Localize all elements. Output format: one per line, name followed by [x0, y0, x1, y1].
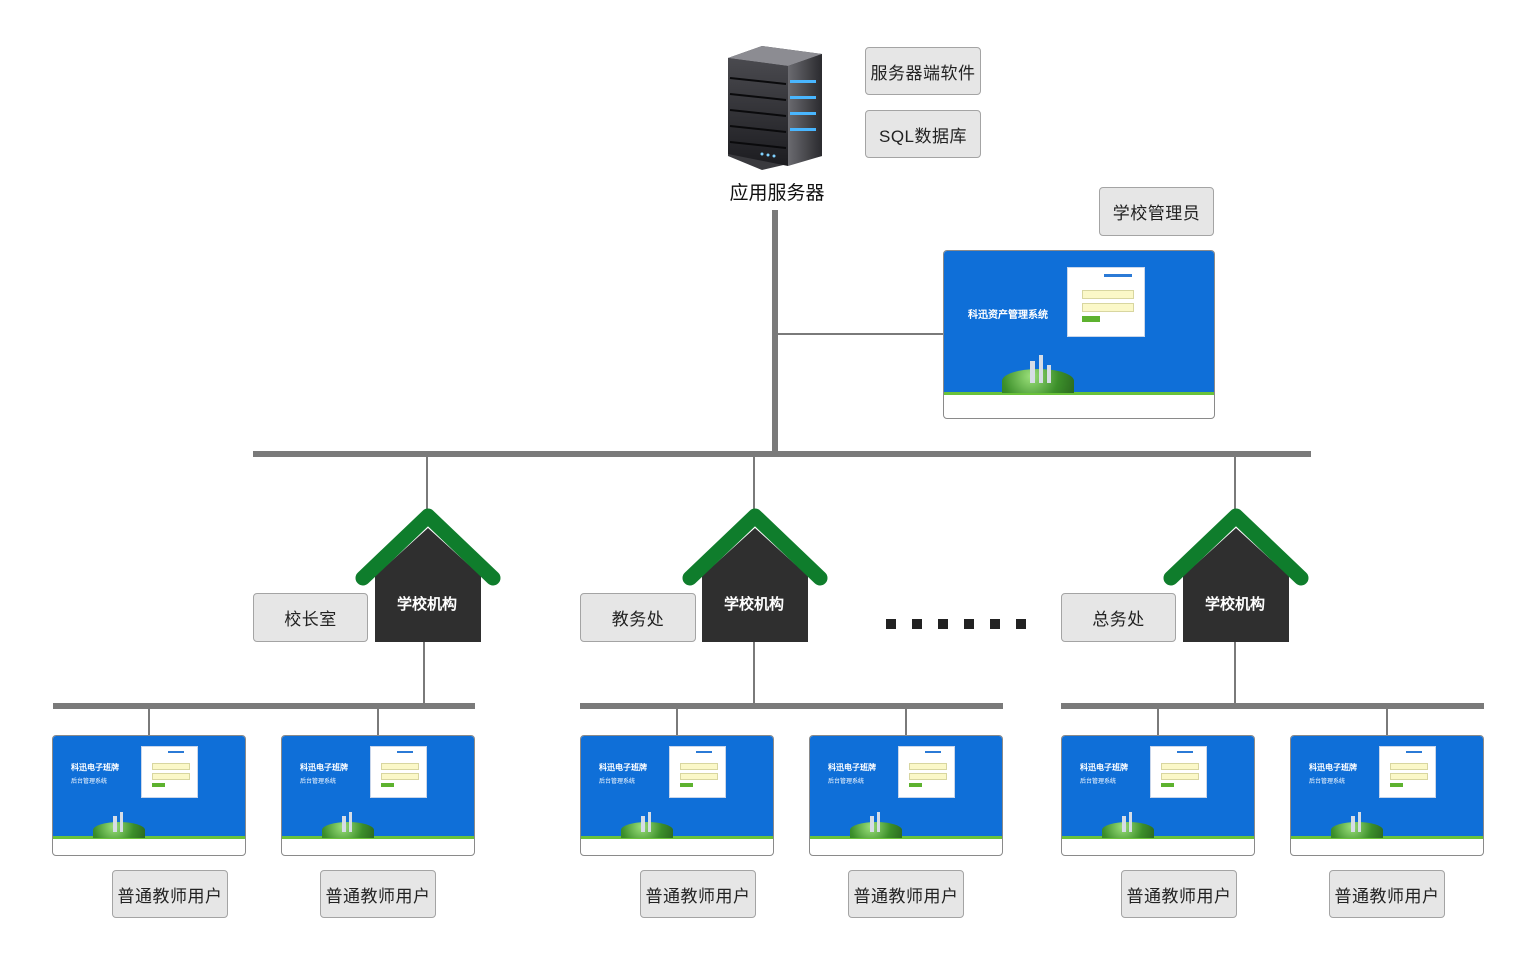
- house-down-line-1: [423, 642, 425, 704]
- drop-line-2: [753, 457, 755, 512]
- school-org-house-icon-3: [1163, 508, 1309, 642]
- department-tag-2: 教务处: [580, 593, 696, 642]
- screen-drop-line: [377, 709, 379, 736]
- teacher-client-screen: 科迅电子班牌 后台管理系统: [1290, 735, 1484, 856]
- house-label-1: 学校机构: [396, 596, 457, 613]
- globe-icon: [1331, 822, 1383, 838]
- teacher-client-screen: 科迅电子班牌 后台管理系统: [809, 735, 1003, 856]
- client-screen-subtitle: 后台管理系统: [1080, 779, 1117, 785]
- group-bus-line-2: [580, 703, 1003, 709]
- server-icon: [728, 46, 822, 170]
- teacher-user-tag: 普通教师用户: [1121, 870, 1237, 918]
- group-bus-line-3: [1061, 703, 1484, 709]
- school-org-house-icon-2: [682, 508, 828, 642]
- globe-icon: [850, 822, 902, 838]
- school-admin-tag: 学校管理员: [1099, 187, 1214, 236]
- globe-icon: [1102, 822, 1154, 838]
- client-screen-title: 科迅电子班牌: [300, 763, 348, 772]
- school-org-house-icon-1: [355, 508, 501, 642]
- client-screen-title: 科迅电子班牌: [1309, 763, 1357, 772]
- server-label: 应用服务器: [729, 183, 825, 204]
- client-screen-subtitle: 后台管理系统: [71, 779, 108, 785]
- client-screen-subtitle: 后台管理系统: [828, 779, 865, 785]
- client-screen-subtitle: 后台管理系统: [599, 779, 636, 785]
- admin-screen: 科迅资产管理系统: [943, 250, 1215, 419]
- server-trunk-line: [772, 210, 778, 456]
- screen-drop-line: [676, 709, 678, 736]
- screen-drop-line: [1386, 709, 1388, 736]
- teacher-user-tag: 普通教师用户: [112, 870, 228, 918]
- teacher-client-screen: 科迅电子班牌 后台管理系统: [1061, 735, 1255, 856]
- login-panel: [1067, 267, 1145, 337]
- teacher-client-screen: 科迅电子班牌 后台管理系统: [580, 735, 774, 856]
- screen-drop-line: [905, 709, 907, 736]
- server-software-tag: 服务器端软件: [865, 47, 981, 95]
- department-tag-3: 总务处: [1061, 593, 1176, 642]
- drop-line-1: [426, 457, 428, 512]
- admin-screen-title: 科迅资产管理系统: [968, 310, 1048, 321]
- house-down-line-2: [753, 642, 755, 704]
- admin-branch-line: [778, 333, 944, 335]
- teacher-user-tag: 普通教师用户: [1329, 870, 1445, 918]
- teacher-user-tag: 普通教师用户: [848, 870, 964, 918]
- screen-drop-line: [148, 709, 150, 736]
- teacher-user-tag: 普通教师用户: [640, 870, 756, 918]
- main-bus-line: [253, 451, 1311, 457]
- teacher-user-tag: 普通教师用户: [320, 870, 436, 918]
- client-screen-subtitle: 后台管理系统: [300, 779, 337, 785]
- globe-icon: [93, 822, 145, 838]
- globe-icon: [1002, 369, 1074, 393]
- sql-database-tag: SQL数据库: [865, 110, 981, 158]
- teacher-client-screen: 科迅电子班牌 后台管理系统: [281, 735, 475, 856]
- house-label-2: 学校机构: [723, 596, 784, 613]
- client-screen-title: 科迅电子班牌: [828, 763, 876, 772]
- house-down-line-3: [1234, 642, 1236, 704]
- globe-icon: [621, 822, 673, 838]
- department-tag-1: 校长室: [253, 593, 368, 642]
- drop-line-3: [1234, 457, 1236, 512]
- client-screen-title: 科迅电子班牌: [1080, 763, 1128, 772]
- group-bus-line-1: [53, 703, 475, 709]
- client-screen-title: 科迅电子班牌: [599, 763, 647, 772]
- screen-drop-line: [1157, 709, 1159, 736]
- client-screen-subtitle: 后台管理系统: [1309, 779, 1346, 785]
- globe-icon: [322, 822, 374, 838]
- teacher-client-screen: 科迅电子班牌 后台管理系统: [52, 735, 246, 856]
- client-screen-title: 科迅电子班牌: [71, 763, 119, 772]
- house-label-3: 学校机构: [1204, 596, 1265, 613]
